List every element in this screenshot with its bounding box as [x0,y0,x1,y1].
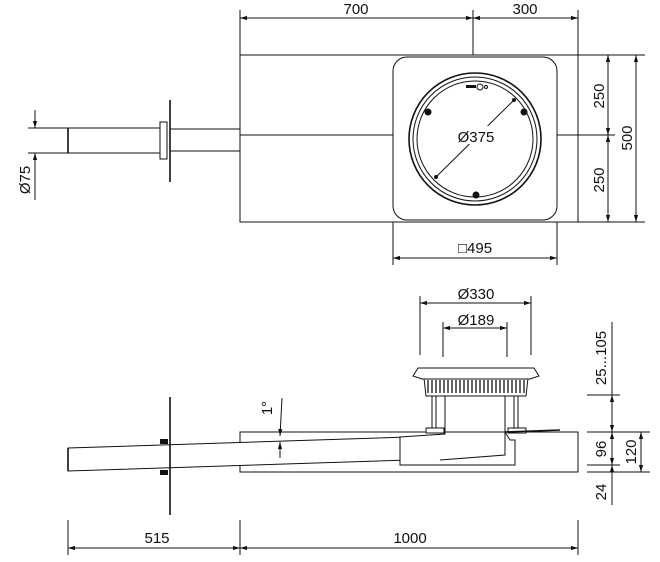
drain-body [399,367,561,466]
svg-text:500: 500 [619,125,636,150]
top-view: Ø375 700 300 250 250 500 [17,1,645,265]
side-view: Ø330 Ø189 25...105 96 24 120 1° [67,286,650,555]
svg-text:96: 96 [593,441,610,458]
svg-text:250: 250 [591,83,608,108]
svg-text:Ø330: Ø330 [458,286,495,303]
svg-text:515: 515 [144,530,169,547]
svg-text:120: 120 [623,439,640,464]
svg-text:700: 700 [343,1,368,18]
bolt-icons [424,108,528,199]
svg-text:Ø189: Ø189 [458,312,495,329]
svg-text:24: 24 [593,484,610,501]
grate-fins [427,380,525,393]
svg-text:□495: □495 [458,240,492,257]
grate-ring-outer [408,72,542,206]
svg-text:1°: 1° [259,401,276,415]
side-dimensions: Ø330 Ø189 25...105 96 24 120 1° [67,286,650,555]
svg-text:250: 250 [591,167,608,192]
svg-text:1000: 1000 [393,530,426,547]
pipe-top [67,127,161,154]
svg-text:300: 300 [512,1,537,18]
grate-diameter-label: Ø375 [458,129,495,146]
svg-text:Ø75: Ø75 [17,166,34,194]
pipe-side [67,435,441,472]
top-dimensions: 700 300 250 250 500 □495 Ø75 [17,1,645,265]
svg-text:25...105: 25...105 [593,331,610,385]
logo-icon [466,83,488,91]
